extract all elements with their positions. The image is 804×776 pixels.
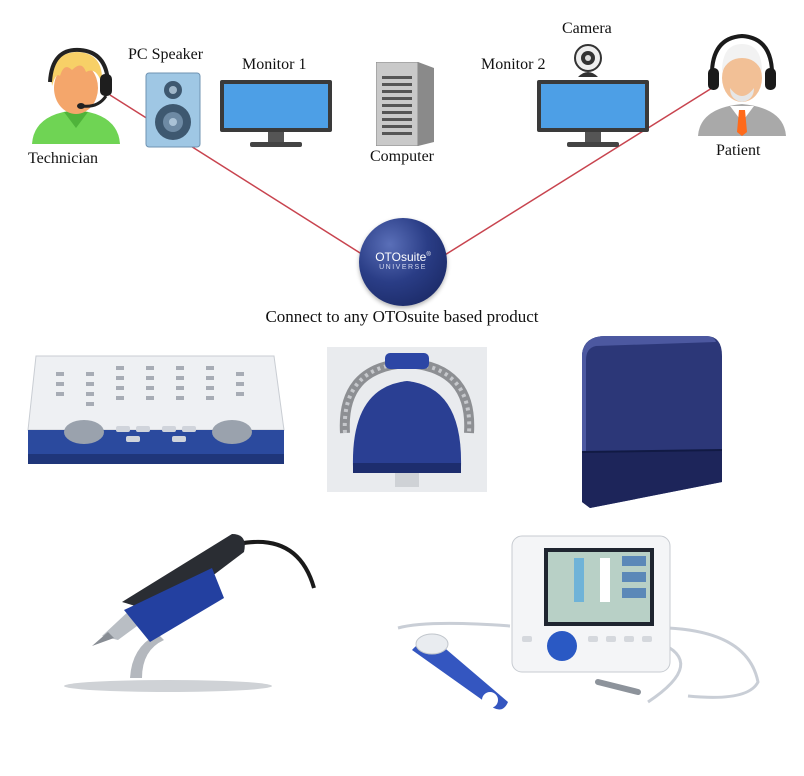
headset-device [327,347,487,492]
monitor-1-label: Monitor 1 [242,56,307,73]
monitor-icon [220,80,332,148]
hub-title: OTOsuite [375,250,427,264]
handheld-probe-device [62,528,320,692]
otosuite-universe-hub: OTOsuite® UNIVERSE [359,218,447,306]
computer-label: Computer [370,148,434,165]
pc-speaker-label: PC Speaker [128,46,204,63]
camera-icon [570,43,606,79]
camera-label: Camera [562,20,612,37]
patient-icon [692,28,792,138]
technician-label: Technician [28,150,98,167]
monitor-icon [537,80,649,148]
monitor-2-label: Monitor 2 [481,56,546,73]
audiometer-device [26,350,288,468]
computer-tower-icon [376,62,434,146]
patient-label: Patient [716,142,761,159]
hub-subtitle: UNIVERSE [379,264,427,271]
tablet-device [388,532,770,722]
caption: Connect to any OTOsuite based product [265,307,539,326]
tower-device [576,332,726,514]
speaker-icon [145,72,201,148]
hub-trademark: ® [426,252,431,258]
technician-icon [26,42,126,144]
patient-connector-line [439,87,713,259]
